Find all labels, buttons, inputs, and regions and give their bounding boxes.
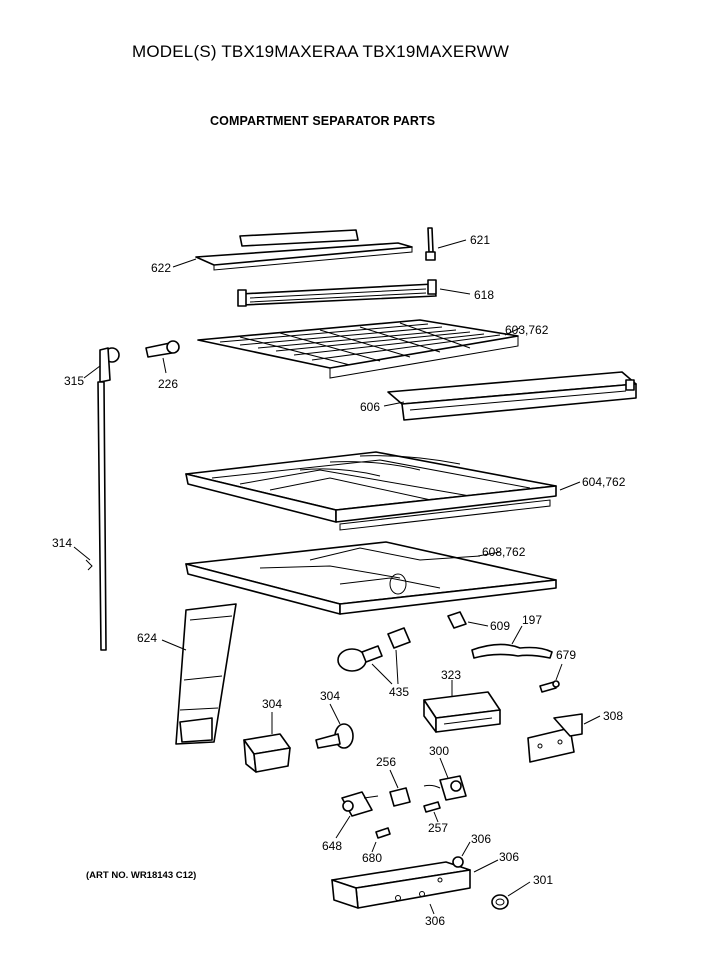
callout-435: 435 [389, 685, 409, 699]
part-679-screw [539, 680, 560, 693]
callout-680: 680 [362, 851, 382, 865]
callout-618: 618 [474, 288, 494, 302]
part-603-shelf [197, 319, 519, 379]
part-608-tray [185, 541, 557, 615]
part-304-knob [315, 723, 354, 749]
callout-306c: 306 [425, 914, 445, 928]
callout-304a: 304 [262, 697, 282, 711]
callout-306b: 306 [499, 850, 519, 864]
callout-622: 622 [151, 261, 171, 275]
art-number: (ART NO. WR18143 C12) [86, 870, 197, 881]
callout-648: 648 [322, 839, 342, 853]
part-197-strap [471, 643, 553, 659]
callout-624: 624 [137, 631, 157, 645]
callout-323: 323 [441, 668, 461, 682]
part-300-switch [423, 775, 467, 801]
part-315-hinge [99, 347, 120, 383]
part-609-clip [447, 611, 467, 629]
callout-300: 300 [429, 744, 449, 758]
part-256-component [389, 787, 411, 807]
part-308-bracket [527, 713, 583, 763]
part-304-box [243, 733, 291, 773]
part-622-cover [195, 229, 413, 271]
callout-621: 621 [470, 233, 490, 247]
callout-609: 609 [490, 619, 510, 633]
part-648-assembly [341, 791, 379, 817]
callout-603: 603,762 [505, 323, 549, 337]
callout-314: 314 [52, 536, 72, 550]
callout-301: 301 [533, 873, 553, 887]
callout-308: 308 [603, 709, 623, 723]
part-257-screw [423, 801, 441, 813]
part-621-sensor [425, 227, 436, 261]
part-604-tray [185, 451, 557, 531]
part-301-knob [491, 894, 509, 910]
callout-256: 256 [376, 755, 396, 769]
part-314-rod [85, 381, 107, 651]
part-618-rail [237, 279, 437, 307]
callout-608: 608,762 [482, 545, 526, 559]
callout-306a: 306 [471, 832, 491, 846]
part-606-bar [387, 371, 637, 421]
part-624-panel [175, 603, 237, 745]
callout-197: 197 [522, 613, 542, 627]
part-306-bracket [331, 856, 471, 909]
model-title: MODEL(S) TBX19MAXERAA TBX19MAXERWW [132, 42, 510, 61]
callout-304b: 304 [320, 689, 340, 703]
part-323-housing [423, 691, 501, 733]
callout-606: 606 [360, 400, 380, 414]
callout-604: 604,762 [582, 475, 626, 489]
callout-226: 226 [158, 377, 178, 391]
callout-257: 257 [428, 821, 448, 835]
section-title: COMPARTMENT SEPARATOR PARTS [210, 114, 436, 128]
part-680-screw [375, 827, 391, 839]
part-435-bulb [337, 627, 411, 672]
callout-679: 679 [556, 648, 576, 662]
callout-315: 315 [64, 374, 84, 388]
part-226-pin [145, 340, 180, 358]
